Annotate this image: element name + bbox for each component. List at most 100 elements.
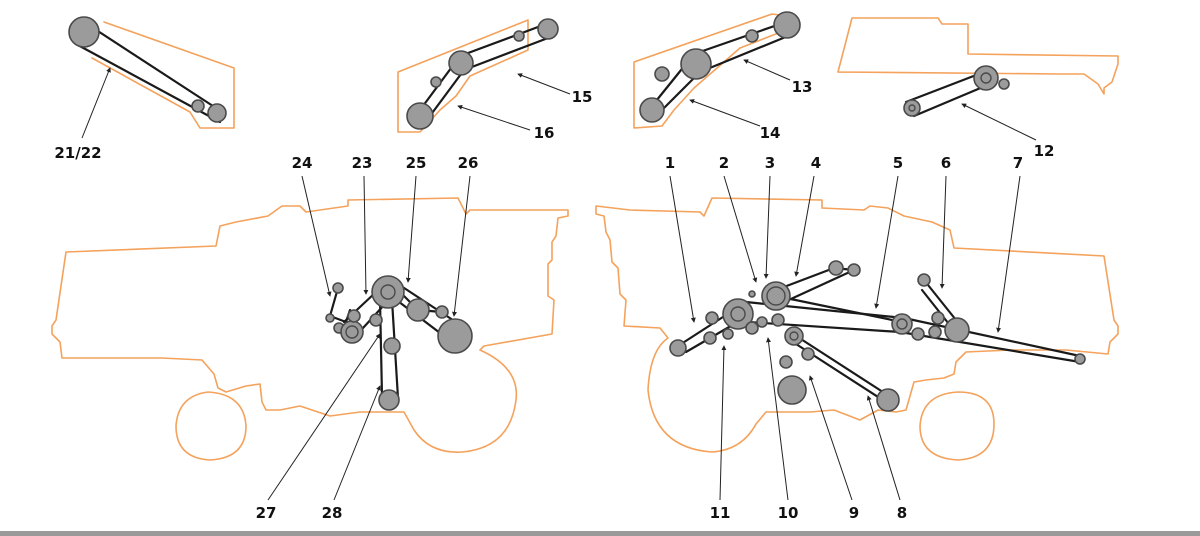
- pulley-right-14: [801, 347, 815, 361]
- left-machine-outline: [51, 197, 569, 453]
- inset-12-pulley-2: [973, 65, 999, 91]
- callout-7: 7: [1013, 154, 1023, 172]
- leader-14: [689, 99, 761, 127]
- pulley-right-15: [779, 355, 793, 369]
- leader-16: [457, 104, 531, 131]
- pulley-right-5: [722, 298, 754, 330]
- inset-15-16-pulley-4: [513, 30, 525, 42]
- callout-9: 9: [849, 504, 859, 522]
- bottom-divider: [0, 531, 1200, 536]
- callout-8: 8: [897, 504, 907, 522]
- pulley-right-8: [748, 290, 756, 298]
- leader-21-22: [81, 67, 111, 139]
- pulley-left-4: [340, 320, 364, 344]
- pulley-left-2: [325, 313, 335, 323]
- inset-15-16-pulley-3: [448, 50, 474, 76]
- left-belt-system: [325, 275, 473, 411]
- pulley-right-18: [891, 313, 913, 335]
- leader-12: [961, 103, 1037, 141]
- inset-15-16-pulley-5: [537, 18, 559, 40]
- inset-15-16: [397, 18, 559, 133]
- pulley-left-1: [332, 282, 344, 294]
- pulley-right-9: [761, 281, 791, 311]
- inset-15-16-pulley-2: [430, 76, 442, 88]
- leader-8: [866, 395, 901, 501]
- inset-13-14-pulley-2: [654, 66, 670, 82]
- pulley-right-24: [1074, 353, 1086, 365]
- pulley-left-8: [406, 298, 430, 322]
- pulley-right-20: [928, 325, 942, 339]
- inset-21-22: [68, 16, 235, 129]
- pulley-right-19: [911, 327, 925, 341]
- pulley-right-13: [784, 326, 804, 346]
- leader-26: [451, 175, 471, 317]
- inset-13-14-pulley-1: [639, 97, 665, 123]
- callout-21-22: 21/22: [54, 144, 101, 162]
- pulley-right-1: [669, 339, 687, 357]
- callout-2: 2: [719, 154, 729, 172]
- right-machine-outline: [595, 197, 1119, 453]
- callout-12: 12: [1034, 142, 1055, 160]
- pulley-right-23: [944, 317, 970, 343]
- pulley-right-11: [828, 260, 844, 276]
- inset-12: [837, 17, 1119, 118]
- callout-23: 23: [352, 154, 373, 172]
- leader-27: [267, 333, 381, 501]
- callout-27: 27: [256, 504, 277, 522]
- leader-2: [723, 175, 758, 283]
- callout-25: 25: [406, 154, 427, 172]
- pulley-right-2: [703, 331, 717, 345]
- leader-10: [766, 337, 789, 501]
- inset-12-outline: [837, 17, 1119, 95]
- callout-5: 5: [893, 154, 903, 172]
- callout-10: 10: [778, 504, 799, 522]
- inset-13-14-pulley-4: [745, 29, 759, 43]
- inset-13-14: [633, 11, 801, 129]
- leader-5: [874, 175, 899, 309]
- pulley-right-12: [847, 263, 861, 277]
- leader-lines: [81, 59, 1037, 501]
- callout-4: 4: [811, 154, 821, 172]
- callout-28: 28: [322, 504, 343, 522]
- inset-21-22-pulley-2: [191, 99, 205, 113]
- pulley-right-22: [917, 273, 931, 287]
- leader-13: [743, 59, 791, 81]
- pulley-right-21: [931, 311, 945, 325]
- callout-16: 16: [534, 124, 555, 142]
- callout-13: 13: [792, 78, 813, 96]
- pulley-left-10: [437, 318, 473, 354]
- pulley-left-9: [435, 305, 449, 319]
- pulley-left-12: [378, 389, 400, 411]
- callout-26: 26: [458, 154, 479, 172]
- leader-6: [939, 175, 947, 289]
- inset-12-pulley-2-hub: [980, 72, 992, 84]
- inset-21-22-pulley-1: [68, 16, 100, 48]
- right-rear-wheel: [919, 391, 995, 461]
- left-front-wheel: [175, 391, 247, 461]
- leader-24: [301, 175, 332, 297]
- inset-12-pulley-1-hub: [908, 104, 916, 112]
- pulley-left-7: [371, 275, 405, 309]
- pulley-right-3: [705, 311, 719, 325]
- belt-right-f: [774, 294, 904, 324]
- inset-12-pulley-1: [903, 99, 921, 117]
- inset-13-14-belt: [650, 20, 790, 118]
- belt-right-c: [774, 266, 856, 306]
- left-machine-view: [51, 197, 569, 461]
- pulley-left-4-hub: [345, 325, 359, 339]
- pulley-left-5: [347, 309, 361, 323]
- pulley-left-7-hub: [380, 284, 396, 300]
- callout-15: 15: [572, 88, 593, 106]
- pulley-right-16: [777, 375, 807, 405]
- inset-21-22-outline: [91, 21, 235, 129]
- right-machine-view: [595, 197, 1119, 461]
- inset-21-22-pulley-3: [207, 103, 227, 123]
- inset-13-14-pulley-3: [680, 48, 712, 80]
- inset-13-14-pulley-5: [773, 11, 801, 39]
- pulley-right-18-hub: [896, 318, 908, 330]
- callout-24: 24: [292, 154, 313, 172]
- leader-3: [763, 175, 771, 279]
- leader-9: [808, 375, 853, 501]
- pulley-left-11: [383, 337, 401, 355]
